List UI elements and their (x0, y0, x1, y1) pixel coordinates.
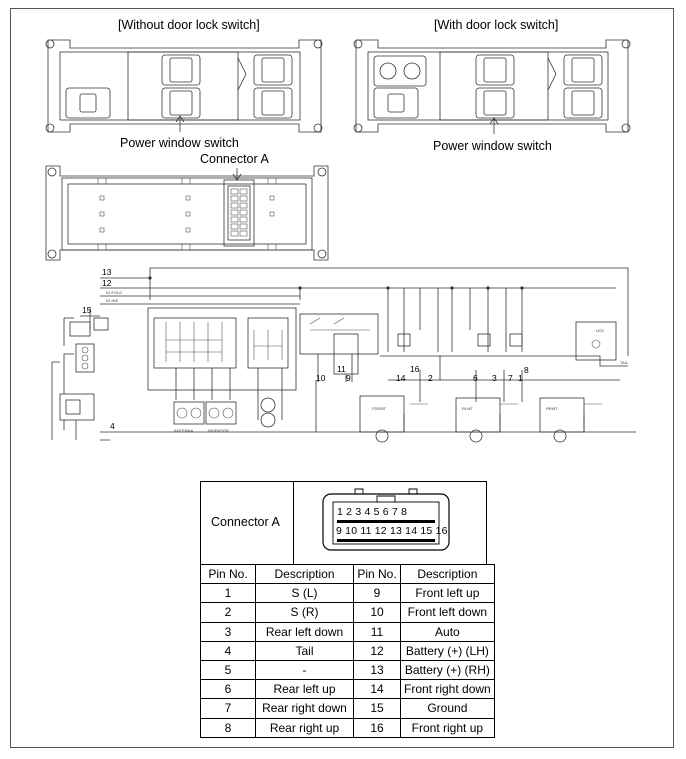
switch-assembly-with-lock (353, 39, 631, 134)
wire-label-4: 4 (110, 421, 115, 431)
wire-label-12: 12 (102, 278, 112, 288)
header-pin-no-1: Pin No. (200, 563, 256, 585)
wire-label-13: 13 (102, 267, 112, 277)
connector-a-header: Connector A 1 2 3 4 5 6 7 8 9 10 11 12 1… (200, 481, 487, 565)
connector-a-label: Connector A (211, 515, 280, 529)
pin-description: Battery (+) (RH) (400, 659, 495, 681)
wire-label-1: 1 (518, 373, 523, 383)
connector-header-divider (293, 482, 294, 564)
svg-text:IG-INS: IG-INS (106, 298, 119, 303)
svg-text:RRMT: RRMT (546, 406, 558, 411)
svg-text:IG-FOLD: IG-FOLD (106, 290, 122, 295)
switch-assembly-without-lock (45, 39, 323, 133)
table-row: 2 S (R) 10 Front left down (200, 602, 495, 623)
caption-power-window-switch-right: Power window switch (433, 139, 552, 153)
table-row: 8 Rear right up 16 Front right up (200, 717, 495, 738)
table-row: 1 S (L) 9 Front left up (200, 583, 495, 604)
wire-label-7: 7 (508, 373, 513, 383)
pin-number: 2 (200, 602, 256, 623)
pin-description: Rear left up (255, 679, 354, 700)
pin-table: Pin No. Description Pin No. Description … (200, 563, 495, 738)
wire-label-15: 15 (82, 305, 92, 315)
pin-number: 10 (353, 602, 401, 623)
caption-power-window-switch-left: Power window switch (120, 136, 239, 150)
switch-back-view (45, 165, 329, 261)
pin-number: 13 (353, 659, 401, 681)
svg-text:LED: LED (596, 328, 604, 333)
wire-label-2: 2 (428, 373, 433, 383)
pin-description: Rear left down (255, 621, 354, 642)
pin-number: 15 (353, 698, 401, 719)
caption-with-door-lock-switch: [With door lock switch] (434, 18, 559, 32)
wire-label-6: 6 (473, 373, 478, 383)
pin-description: Rear right up (255, 717, 354, 738)
wire-label-14: 14 (396, 373, 406, 383)
table-row: 6 Rear left up 14 Front right down (200, 679, 495, 700)
header-description-1: Description (255, 563, 354, 585)
connector-pins-bottom-row: 9 10 11 12 13 14 15 16 (336, 525, 448, 537)
pin-number: 12 (353, 640, 401, 661)
pin-number: 8 (200, 717, 256, 738)
pin-number: 16 (353, 717, 401, 738)
caption-without-door-lock-switch: [Without door lock switch] (118, 18, 260, 32)
wire-label-3: 3 (492, 373, 497, 383)
pin-description: Front right up (400, 717, 495, 738)
pin-description: Front left up (400, 583, 495, 604)
pin-number: 7 (200, 698, 256, 719)
wire-label-9: 9 (346, 373, 351, 383)
pin-number: 11 (353, 621, 401, 642)
pin-description: Front left down (400, 602, 495, 623)
pin-number: 1 (200, 583, 256, 604)
svg-text:ANTENNA: ANTENNA (174, 428, 193, 433)
pin-description: Tail (255, 640, 354, 661)
header-pin-no-2: Pin No. (353, 563, 401, 585)
pin-number: 3 (200, 621, 256, 642)
table-row: 7 Rear right down 15 Ground (200, 698, 495, 719)
connector-a-pinout-drawing (322, 488, 450, 551)
pin-description: Front right down (400, 679, 495, 700)
pin-description: Auto (400, 621, 495, 642)
pin-number: 14 (353, 679, 401, 700)
pin-table-header-row: Pin No. Description Pin No. Description (200, 563, 495, 585)
wire-label-11: 11 (337, 364, 346, 374)
diagram-frame (10, 8, 674, 748)
svg-text:TAIL: TAIL (620, 360, 629, 365)
wire-label-10: 10 (316, 373, 326, 383)
table-row: 4 Tail 12 Battery (+) (LH) (200, 640, 495, 661)
circuit-schematic: IG-FOLD IG-INS LED TAIL ANTENNA INSENSOR… (51, 267, 636, 443)
connector-pins-top-row: 1 2 3 4 5 6 7 8 (337, 506, 408, 518)
caption-connector-a: Connector A (200, 152, 269, 166)
pin-description: Ground (400, 698, 495, 719)
table-row: 3 Rear left down 11 Auto (200, 621, 495, 642)
pin-description: Rear right down (255, 698, 354, 719)
svg-text:FDRMT: FDRMT (372, 406, 387, 411)
svg-text:INSENSOR: INSENSOR (208, 428, 229, 433)
pin-description: S (L) (255, 583, 354, 604)
pin-number: 6 (200, 679, 256, 700)
wire-label-16: 16 (410, 364, 420, 374)
pin-number: 4 (200, 640, 256, 661)
connector-a-housing (223, 179, 255, 247)
header-description-2: Description (400, 563, 495, 585)
pin-description: - (255, 659, 354, 681)
pin-number: 5 (200, 659, 256, 681)
table-row: 5 - 13 Battery (+) (RH) (200, 659, 495, 681)
wire-label-8: 8 (524, 365, 529, 375)
pin-description: Battery (+) (LH) (400, 640, 495, 661)
pin-description: S (R) (255, 602, 354, 623)
pin-number: 9 (353, 583, 401, 604)
svg-text:RLMT: RLMT (462, 406, 473, 411)
